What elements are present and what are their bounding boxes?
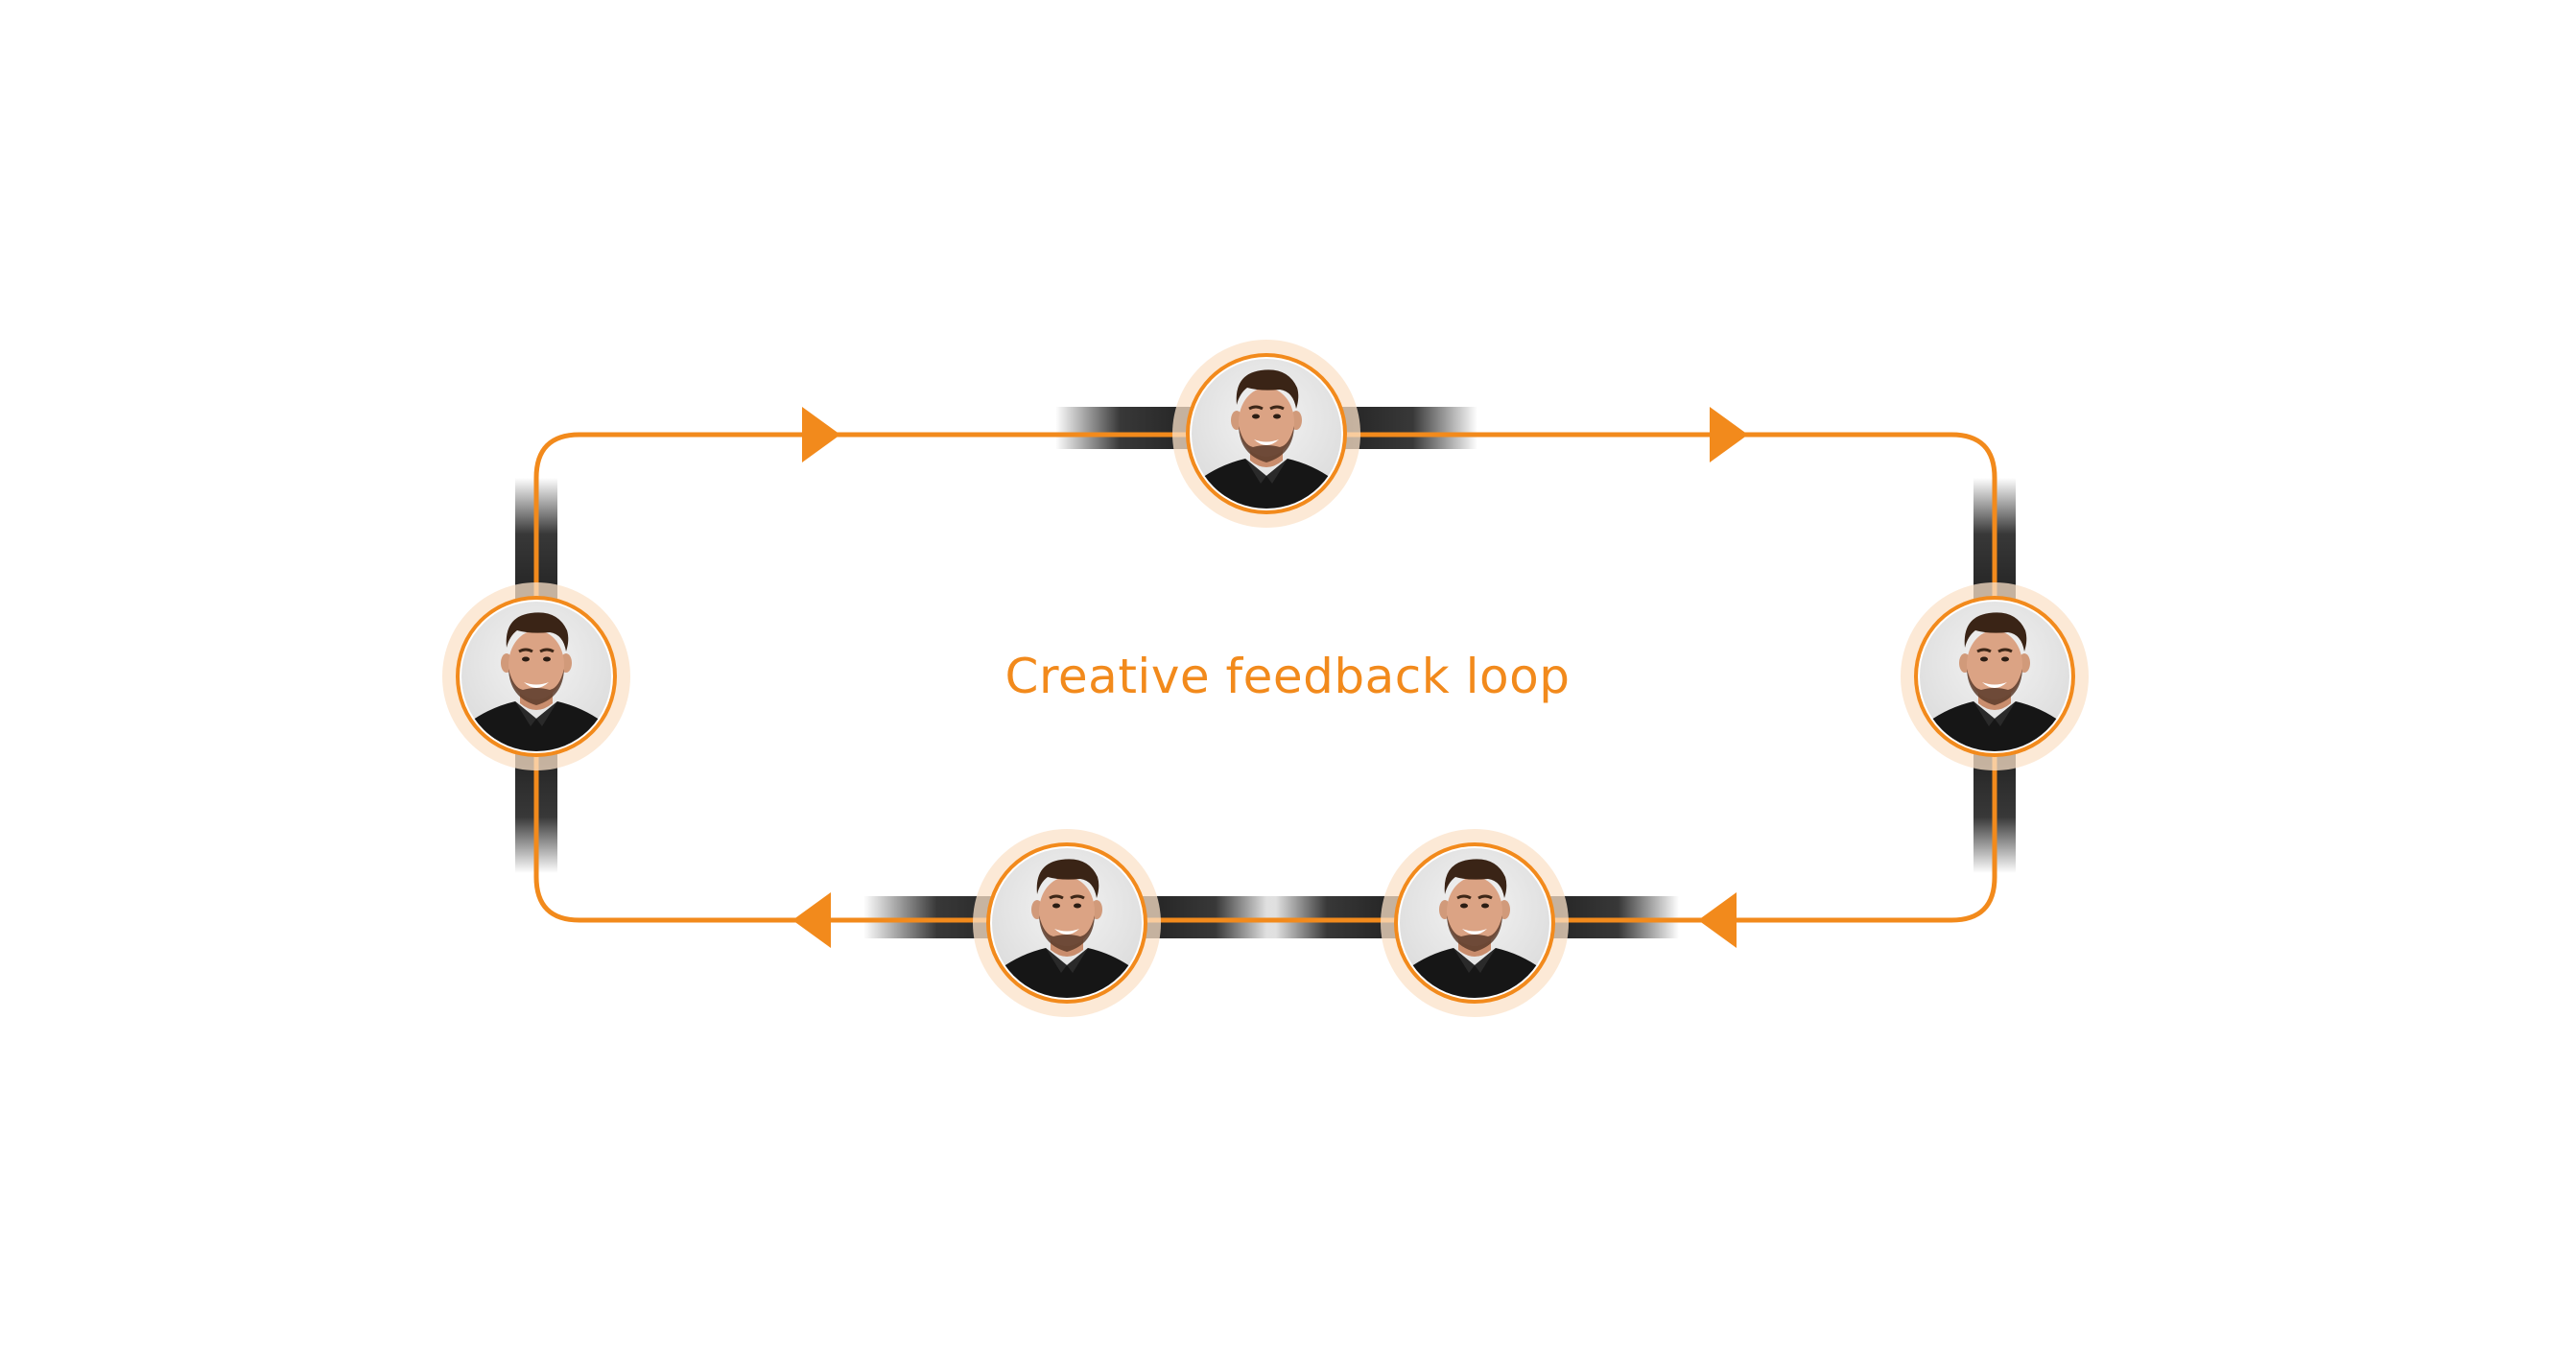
- arrow-right-icon: [802, 407, 840, 462]
- loop-path: [533, 432, 1997, 923]
- node-bottom-right: [1381, 829, 1569, 1017]
- arrow-right-icon: [1710, 407, 1748, 462]
- flow-arrows: [792, 407, 1748, 948]
- node-top: [1172, 340, 1360, 528]
- node-right: [1901, 582, 2089, 770]
- node-bottom-left: [973, 829, 1161, 1017]
- diagram-title: Creative feedback loop: [1004, 649, 1571, 704]
- arrow-left-icon: [1698, 892, 1737, 948]
- arrow-left-icon: [792, 892, 831, 948]
- node-left: [442, 582, 630, 770]
